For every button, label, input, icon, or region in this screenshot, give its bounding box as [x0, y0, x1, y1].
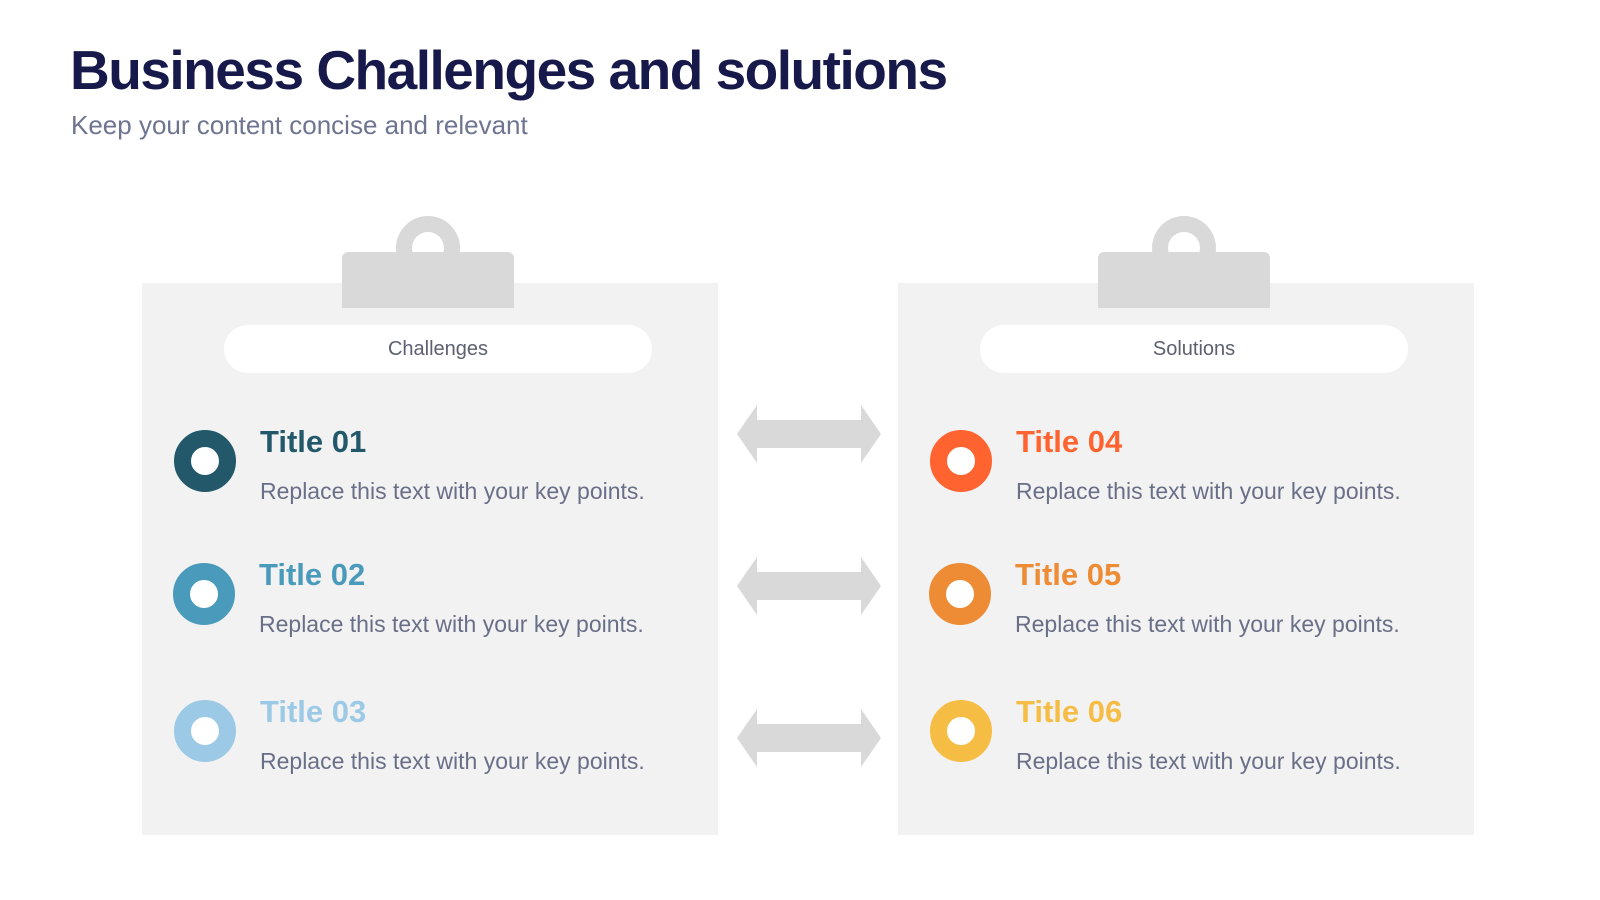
slide-title: Business Challenges and solutions [70, 39, 948, 101]
challenges-board: Challenges Title 01 Replace this text wi… [142, 283, 718, 835]
solution-item-title: Title 06 [1016, 694, 1123, 729]
challenges-label-pill: Challenges [224, 325, 652, 373]
challenge-item-text: Replace this text with your key points. [260, 478, 645, 504]
slide-subtitle: Keep your content concise and relevant [71, 110, 528, 140]
solutions-label-pill: Solutions [980, 325, 1408, 373]
solution-item-title: Title 05 [1015, 557, 1122, 592]
ring-icon [173, 563, 235, 625]
solution-item-1: Title 04 Replace this text with your key… [930, 416, 1460, 512]
double-arrow-shape [737, 557, 881, 615]
clip-bar [342, 252, 514, 308]
solution-item-text: Replace this text with your key points. [1016, 478, 1401, 504]
challenges-clip [342, 216, 514, 308]
ring-icon [174, 700, 236, 762]
challenge-item-text: Replace this text with your key points. [259, 611, 644, 637]
challenges-label: Challenges [387, 337, 489, 360]
clip-bar [1098, 252, 1270, 308]
double-arrow-icon [737, 405, 881, 463]
solution-item-2: Title 05 Replace this text with your key… [929, 549, 1459, 645]
ring-icon [929, 563, 991, 625]
solution-item-3: Title 06 Replace this text with your key… [930, 686, 1460, 782]
ring-icon [930, 430, 992, 492]
challenge-item-title: Title 01 [260, 424, 367, 459]
ring-icon [174, 430, 236, 492]
double-arrow-icon [737, 709, 881, 767]
solution-item-text: Replace this text with your key points. [1016, 748, 1401, 774]
challenge-item-title: Title 03 [260, 694, 367, 729]
challenge-item-3: Title 03 Replace this text with your key… [174, 686, 704, 782]
challenge-item-2: Title 02 Replace this text with your key… [173, 549, 703, 645]
challenge-item-title: Title 02 [259, 557, 366, 592]
solutions-label: Solutions [1152, 337, 1236, 360]
solution-item-title: Title 04 [1016, 424, 1123, 459]
ring-icon [930, 700, 992, 762]
solutions-clip [1098, 216, 1270, 308]
solution-item-text: Replace this text with your key points. [1015, 611, 1400, 637]
double-arrow-icon [737, 557, 881, 615]
double-arrow-shape [737, 405, 881, 463]
challenge-item-1: Title 01 Replace this text with your key… [174, 416, 704, 512]
solutions-board: Solutions Title 04 Replace this text wit… [898, 283, 1474, 835]
double-arrow-shape [737, 709, 881, 767]
challenge-item-text: Replace this text with your key points. [260, 748, 645, 774]
